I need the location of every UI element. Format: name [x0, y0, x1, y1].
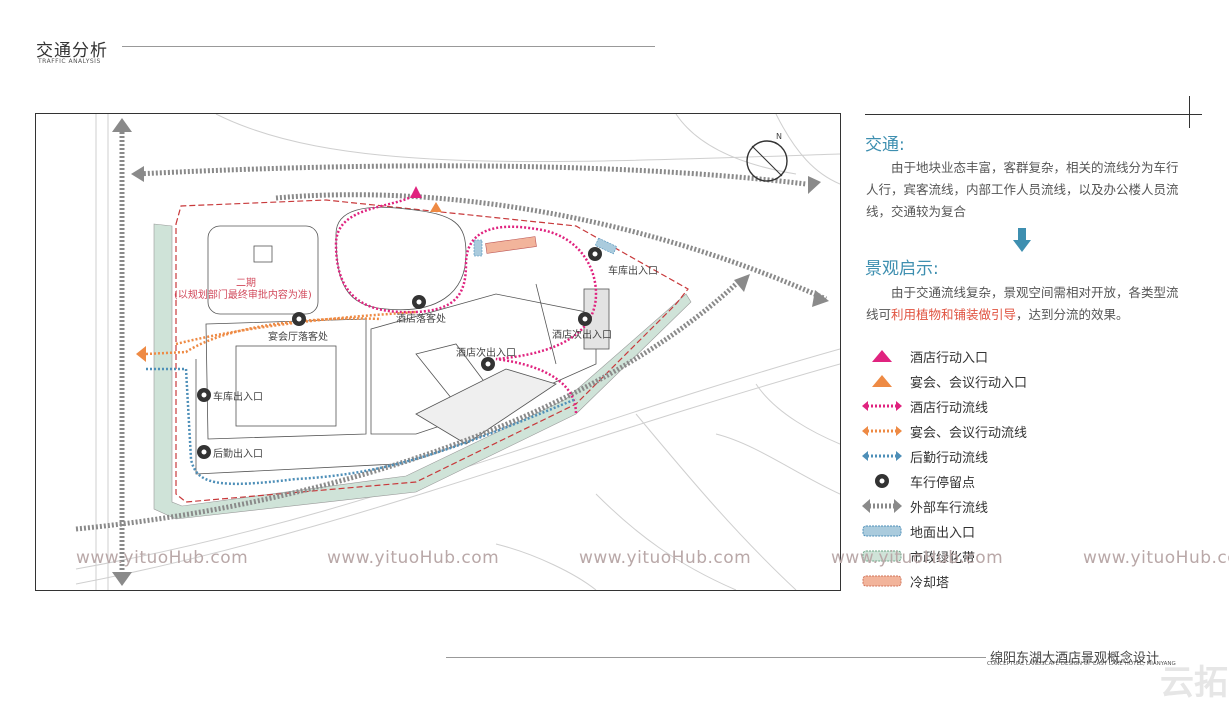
legend-item-banquet-flow: 宴会、会议行动流线	[862, 420, 1027, 442]
legend-label: 地面出入口	[910, 525, 976, 541]
site-plan-drawing	[75, 114, 840, 590]
service-flow-line	[146, 367, 577, 486]
legend-item-hotel-flow: 酒店行动流线	[862, 395, 988, 417]
label-phase2-note: (以规划部门最终审批内容为准)	[174, 290, 312, 301]
stop-point-garage-w	[197, 388, 211, 402]
header-divider	[122, 46, 655, 47]
stop-point-garage-ne	[588, 247, 602, 261]
ground-exit-east	[594, 237, 618, 255]
page-title: 交通分析	[36, 41, 108, 61]
dotted-arrow-magenta-icon	[862, 397, 902, 415]
legend-item-cooling-tower: 冷却塔	[862, 570, 949, 592]
dotted-arrow-orange-icon	[862, 422, 902, 440]
label-phase2: 二期	[236, 278, 256, 289]
green-belt	[153, 223, 692, 520]
dotted-arrow-blue-icon	[862, 447, 902, 465]
watermark: www.yituoHub.com	[76, 548, 249, 568]
project-subtitle: CONCEPTUAL LANDSCAPE DESIGN OF EAST LAKE…	[987, 661, 1176, 667]
legend-label: 酒店行动入口	[910, 350, 989, 366]
stop-point-icon	[862, 472, 902, 490]
legend-label: 宴会、会议行动入口	[910, 375, 1028, 391]
banquet-entry-west	[136, 346, 146, 362]
legend-label: 宴会、会议行动流线	[910, 425, 1028, 441]
landscape-text-part-2: ，达到分流的效果。	[1016, 307, 1129, 322]
external-traffic-flow	[75, 132, 828, 574]
banquet-flow-line	[145, 310, 417, 356]
watermark: www.yituoHub.com	[831, 548, 1004, 568]
hotel-flow-line	[334, 192, 598, 415]
hotel-entry-north	[410, 186, 422, 198]
brand-logo: 云拓	[1160, 663, 1228, 703]
compass-icon	[746, 140, 788, 182]
stop-points	[197, 247, 602, 459]
watermark: www.yituoHub.com	[579, 548, 752, 568]
label-banquet-dropoff: 宴会厅落客处	[268, 332, 328, 343]
legend-item-service-flow: 后勤行动流线	[862, 445, 988, 467]
watermark: www.yituoHub.com	[1083, 548, 1229, 568]
green-swatch-icon	[862, 547, 902, 565]
legend-label: 市政绿化带	[910, 550, 976, 566]
project-title: 绵阳东湖大酒店景观概念设计	[990, 651, 1160, 666]
banquet-entry-north	[430, 202, 442, 212]
landscape-heading: 景观启示:	[865, 259, 939, 279]
compass-north-label: N	[776, 132, 782, 141]
legend-item-stop-point: 车行停留点	[862, 470, 975, 492]
stop-point-service	[197, 445, 211, 459]
page-subtitle: TRAFFIC ANALYSIS	[38, 58, 101, 65]
external-flow-arrowheads	[112, 118, 829, 586]
legend-item-ground-exit: 地面出入口	[862, 520, 975, 542]
site-boundary	[175, 199, 689, 503]
legend-item-external-flow: 外部车行流线	[862, 495, 988, 517]
label-hotel-secondary-exit: 酒店次出入口	[456, 348, 516, 359]
triangle-orange-icon	[862, 372, 902, 390]
watermark: www.yituoHub.com	[327, 548, 500, 568]
cooling-tower	[485, 236, 537, 254]
legend-item-hotel-entry: 酒店行动入口	[862, 345, 988, 367]
panel-horizontal-rule	[865, 114, 1202, 115]
stop-point-hotel	[412, 295, 426, 309]
stop-point-secondary-2	[578, 312, 592, 326]
landscape-description: 由于交通流线复杂，景观空间需相对开放，各类型流线可利用植物和铺装做引导，达到分流…	[866, 282, 1184, 326]
legend-label: 冷却塔	[910, 575, 950, 591]
landscape-text-part-1: 由于交通流线复杂，景观空间需相对开放，各类型流线可	[866, 285, 1179, 322]
traffic-heading: 交通:	[865, 135, 905, 155]
orange-swatch-icon	[862, 572, 902, 590]
label-hotel-dropoff: 酒店落客处	[396, 314, 446, 325]
legend-label: 后勤行动流线	[910, 450, 989, 466]
stop-point-banquet	[292, 312, 306, 326]
site-plan: 二期 (以规划部门最终审批内容为准) 宴会厅落客处 酒店落客处 酒店次出入口 酒…	[35, 113, 841, 591]
building-outlines	[195, 206, 610, 475]
down-arrow-icon	[1013, 228, 1031, 252]
legend-label: 外部车行流线	[910, 500, 989, 516]
legend-item-banquet-entry: 宴会、会议行动入口	[862, 370, 1027, 392]
label-service-exit: 后勤出入口	[213, 449, 263, 460]
landscape-text-highlight: 利用植物和铺装做引导	[891, 307, 1017, 322]
footer-divider	[446, 657, 986, 658]
triangle-magenta-icon	[862, 347, 902, 365]
legend-label: 车行停留点	[910, 475, 976, 491]
label-garage-exit-w: 车库出入口	[213, 392, 263, 403]
panel-vertical-rule	[1189, 96, 1190, 128]
ground-exit-north	[473, 239, 483, 257]
legend-item-green-belt: 市政绿化带	[862, 545, 975, 567]
blue-swatch-icon	[862, 522, 902, 540]
legend-label: 酒店行动流线	[910, 400, 989, 416]
label-hotel-secondary-exit-2: 酒店次出入口	[552, 330, 612, 341]
dotted-arrow-gray-icon	[862, 497, 902, 515]
traffic-description: 由于地块业态丰富，客群复杂，相关的流线分为车行人行，宾客流线，内部工作人员流线，…	[866, 160, 1179, 219]
label-garage-exit-ne: 车库出入口	[608, 266, 658, 277]
stop-point-secondary	[481, 357, 495, 371]
